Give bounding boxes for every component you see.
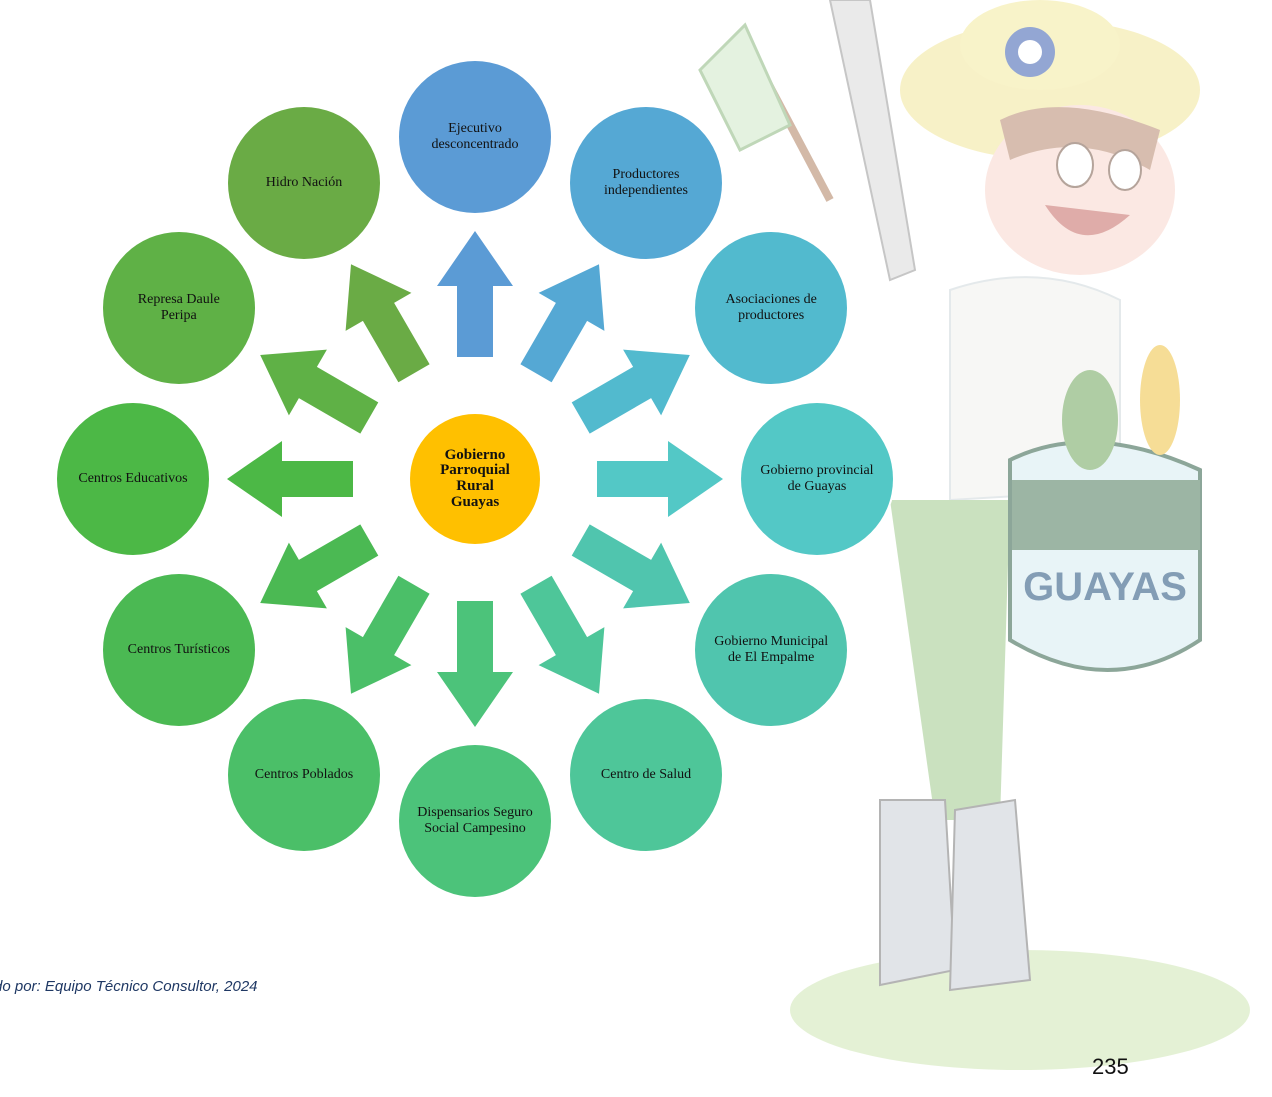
arrow-ejecutivo	[437, 231, 513, 357]
arrow-productores	[520, 264, 605, 383]
node-label: Gobierno provincial de Guayas	[760, 463, 874, 494]
arrow-gob-municipal	[571, 524, 690, 609]
right-boot	[948, 798, 1032, 992]
arrow-centro-salud	[520, 575, 605, 694]
node-centros-turisticos: Centros Turísticos	[102, 574, 255, 726]
node-gob-provincial: Gobierno provincial de Guayas	[741, 403, 893, 555]
node-asociaciones: Asociaciones de productores	[695, 232, 848, 384]
node-label: Asociaciones de productores	[725, 292, 817, 323]
node-label: Dispensarios Seguro Social Campesino	[417, 805, 533, 836]
arrow-centros-poblados	[345, 575, 430, 694]
hat-badge-center	[1018, 40, 1042, 64]
hub-gobierno-parroquial: Gobierno Parroquial Rural Guayas	[410, 414, 540, 544]
source-caption: do por: Equipo Técnico Consultor, 2024	[0, 978, 258, 995]
node-centros-educativos: Centros Educativos	[57, 403, 209, 555]
arrow-asociaciones	[571, 349, 690, 434]
page-number: 235	[1092, 1054, 1129, 1079]
node-centro-salud: Centro de Salud	[570, 699, 722, 852]
vegetable-icon	[1062, 370, 1118, 470]
arrow-gob-provincial	[597, 441, 723, 517]
arrow-centros-turisticos	[260, 524, 379, 609]
node-centros-poblados: Centros Poblados	[228, 699, 380, 852]
node-label: Ejecutivo desconcentrado	[431, 121, 519, 152]
bag-stripe	[1012, 480, 1200, 550]
node-label: Hidro Nación	[265, 174, 343, 190]
arrow-represa	[260, 349, 379, 434]
mascot-pants	[890, 500, 1010, 820]
node-label: Centro de Salud	[600, 767, 692, 783]
node-gob-municipal: Gobierno Municipal de El Empalme	[695, 574, 848, 726]
node-label: Productores independientes	[604, 167, 688, 198]
flag-icon	[698, 22, 792, 153]
node-dispensarios: Dispensarios Seguro Social Campesino	[399, 745, 551, 897]
arrow-dispensarios	[437, 601, 513, 727]
corn-icon	[1140, 345, 1180, 455]
node-label: Gobierno Municipal de El Empalme	[714, 634, 829, 665]
node-ejecutivo: Ejecutivo desconcentrado	[399, 61, 551, 213]
node-label: Centros Poblados	[254, 767, 354, 783]
machete-icon	[828, 0, 917, 282]
arrow-centros-educativos	[227, 441, 353, 517]
node-productores: Productores independientes	[570, 106, 722, 259]
bag-text: GUAYAS	[1023, 565, 1187, 609]
node-label: Centros Educativos	[78, 471, 188, 487]
left-eye	[1056, 142, 1094, 188]
arrow-hidro-nacion	[345, 264, 430, 383]
mouth	[1045, 205, 1130, 236]
node-label: Centros Turísticos	[127, 642, 230, 658]
node-hidro-nacion: Hidro Nación	[228, 106, 380, 259]
hub-label: Gobierno Parroquial Rural Guayas	[440, 446, 510, 510]
right-eye	[1108, 149, 1142, 191]
node-label: Represa Daule Peripa	[137, 292, 220, 323]
node-represa: Represa Daule Peripa	[102, 232, 255, 384]
